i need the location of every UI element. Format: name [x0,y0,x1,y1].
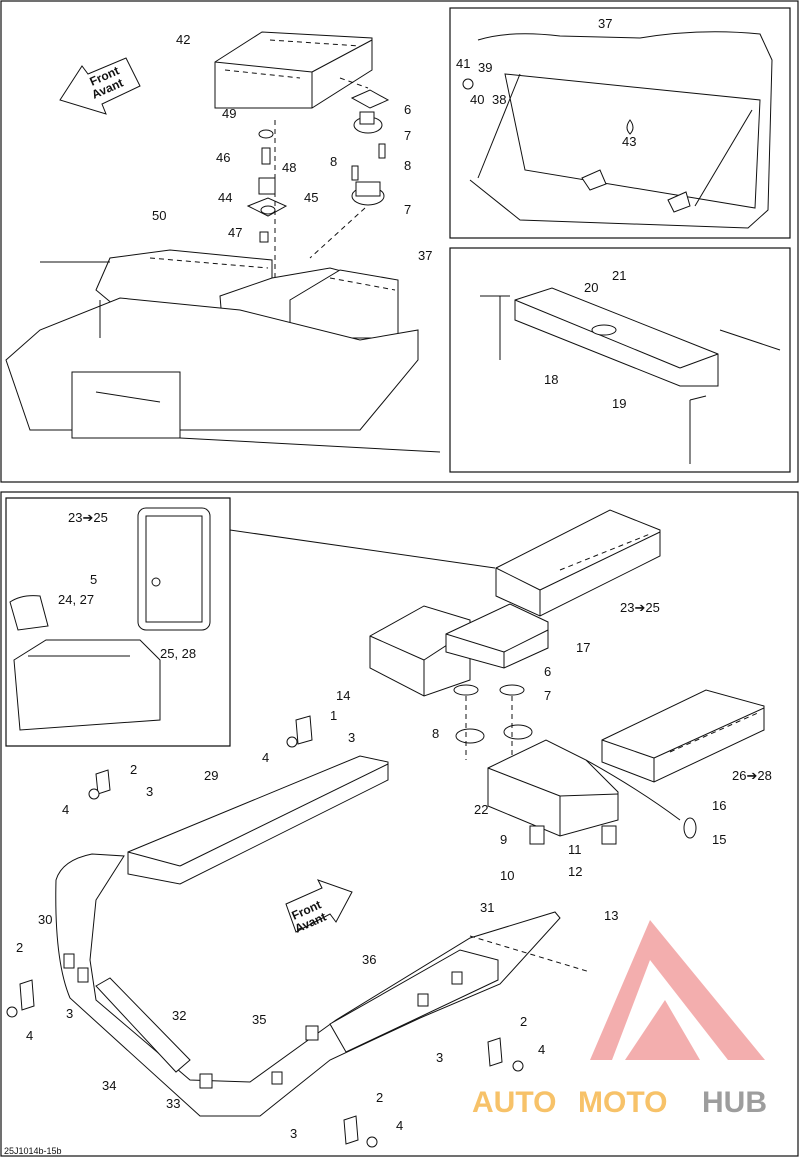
callout-3b: 3 [146,784,153,799]
callout-10: 10 [500,868,514,883]
cushion-23-25 [495,509,661,617]
callout-38: 38 [492,92,506,107]
cushion-22 [487,739,697,845]
inset-lid-hinge [449,7,791,239]
callout-39: 39 [478,60,492,75]
cushion-42 [214,31,373,109]
callout-1: 1 [330,708,337,723]
callout-15: 15 [712,832,726,847]
callout-50: 50 [152,208,166,223]
callout-44: 44 [218,190,232,205]
callout-23-25b: 23➔25 [620,600,660,615]
callout-5: 5 [90,572,97,587]
callout-13: 13 [604,908,618,923]
callout-9: 9 [500,832,507,847]
mount-stack [246,77,369,285]
front-arrow-icon: Front Avant [59,57,141,115]
tub-panels [55,853,591,1117]
callout-4d: 4 [538,1042,545,1057]
callouts-bottom: 23➔25 17 14 6 7 8 1 4 3 2 4 3 29 26➔28 2… [16,600,772,1141]
callout-2c: 2 [520,1014,527,1029]
callout-47: 47 [228,225,242,240]
callout-41: 41 [456,56,470,71]
callout-23-25: 23➔25 [68,510,108,525]
callouts-top: 42 49 46 48 44 45 47 50 6 7 8 8 7 37 [152,32,432,263]
callout-37: 37 [598,16,612,31]
callout-12: 12 [568,864,582,879]
callout-14: 14 [336,688,350,703]
callout-8c: 8 [432,726,439,741]
callout-26-28: 26➔28 [732,768,772,783]
callout-11: 11 [568,842,582,857]
callout-33: 33 [166,1096,180,1111]
callout-4e: 4 [396,1118,403,1133]
callout-8a: 8 [330,154,337,169]
drawing-code: 25J1014b-15b [4,1146,62,1156]
callouts-inset2: 21 20 18 19 [544,268,626,411]
callout-4b: 4 [62,802,69,817]
callout-6: 6 [404,102,411,117]
callout-21: 21 [612,268,626,283]
bottom-brackets [453,684,533,760]
callout-37b: 37 [418,248,432,263]
svg-text:AUTO: AUTO [472,1086,556,1119]
top-section-frame [0,0,799,483]
inset-rail [449,247,791,473]
bracket-parts-6-7-8 [309,89,390,259]
svg-text:MOTO: MOTO [578,1086,667,1119]
callout-17: 17 [576,640,590,655]
callout-48: 48 [282,160,296,175]
cushion-17 [445,603,549,669]
callout-30: 30 [38,912,52,927]
callout-31: 31 [480,900,494,915]
callout-43: 43 [622,134,636,149]
callout-36: 36 [362,952,376,967]
callout-49: 49 [222,106,236,121]
front-arrow-icon-bottom: Front Avant [285,879,353,936]
seat-base [5,249,441,453]
callout-29: 29 [204,768,218,783]
callout-4c: 4 [26,1028,33,1043]
callouts-bottom-inset: 23➔25 5 24, 27 25, 28 [58,510,196,661]
panel-29 [127,755,389,885]
callout-32: 32 [172,1008,186,1023]
callout-2a: 2 [130,762,137,777]
callout-19: 19 [612,396,626,411]
bottom-inset-backrest [5,497,496,747]
callout-3a: 3 [348,730,355,745]
callout-6b: 6 [544,664,551,679]
callout-2b: 2 [16,940,23,955]
callout-35: 35 [252,1012,266,1027]
bottom-section-frame [0,491,799,1157]
callout-7c: 7 [544,688,551,703]
callout-46: 46 [216,150,230,165]
callout-42: 42 [176,32,190,47]
fasteners [6,715,524,1148]
callout-3c: 3 [66,1006,73,1021]
callout-7a: 7 [404,128,411,143]
callout-45: 45 [304,190,318,205]
callout-8b: 8 [404,158,411,173]
callouts-inset1: 37 41 39 40 38 43 [456,16,636,149]
cushion-26-28 [601,689,765,783]
callout-7b: 7 [404,202,411,217]
callout-3e: 3 [290,1126,297,1141]
callout-4a: 4 [262,750,269,765]
callout-25-28: 25, 28 [160,646,196,661]
callout-20: 20 [584,280,598,295]
svg-text:HUB: HUB [702,1086,767,1119]
cushion-14 [369,605,471,697]
callout-18: 18 [544,372,558,387]
watermark-logo: AUTO MOTO HUB [472,920,767,1119]
callout-2d: 2 [376,1090,383,1105]
callout-24-27: 24, 27 [58,592,94,607]
callout-34: 34 [102,1078,116,1093]
callout-22: 22 [474,802,488,817]
callout-40: 40 [470,92,484,107]
callout-16: 16 [712,798,726,813]
callout-3d: 3 [436,1050,443,1065]
